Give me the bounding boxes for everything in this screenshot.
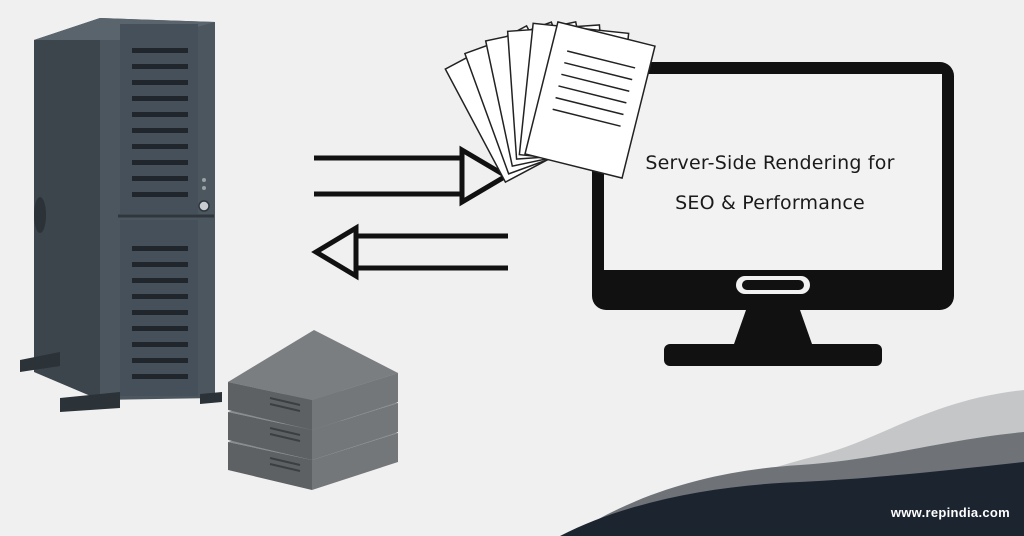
monitor-headline-line2: SEO & Performance (675, 192, 865, 214)
arrow-left-icon (311, 223, 508, 281)
monitor-headline-line1: Server-Side Rendering for (645, 152, 895, 174)
rack-servers-icon (228, 330, 398, 490)
documents-icon (444, 20, 656, 184)
monitor-icon (592, 62, 954, 366)
footer-website-url: www.repindia.com (890, 505, 1010, 520)
decorative-wave (560, 390, 1024, 536)
arrow-right-icon (314, 145, 511, 207)
server-tower-icon (20, 18, 222, 412)
